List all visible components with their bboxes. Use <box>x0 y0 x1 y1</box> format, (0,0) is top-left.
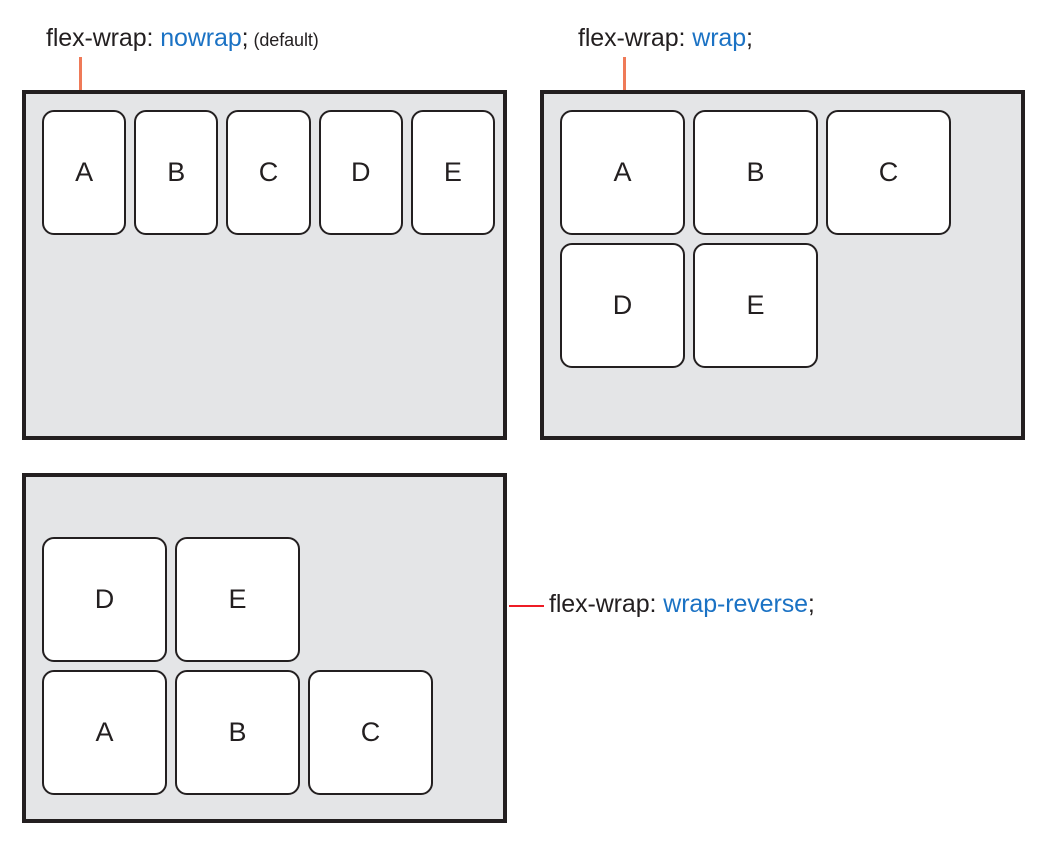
caption-keyword-value: wrap-reverse <box>663 590 808 618</box>
caption-default-note: (default) <box>253 30 319 50</box>
caption-property-name: flex-wrap: <box>578 24 686 52</box>
caption-property-name: flex-wrap: <box>549 590 657 618</box>
flex-container-nowrap: A B C D E <box>22 90 507 440</box>
caption-semicolon: ; <box>241 24 249 52</box>
caption-semicolon: ; <box>746 24 753 52</box>
caption-property-name: flex-wrap: <box>46 24 154 52</box>
flex-item: A <box>42 110 127 235</box>
flex-item: E <box>693 243 818 368</box>
flex-container-wrap: A B C D E <box>540 90 1025 440</box>
connector-line-vertical-icon <box>79 57 82 92</box>
connector-line-horizontal-icon <box>509 605 544 607</box>
flex-item: A <box>42 670 167 795</box>
caption-wrap: flex-wrap: wrap; <box>578 26 753 51</box>
flex-container-wrap-reverse: A B C D E <box>22 473 507 823</box>
flex-item: B <box>134 110 219 235</box>
caption-keyword-value: wrap <box>692 24 747 52</box>
flex-item: C <box>826 110 951 235</box>
flex-item: A <box>560 110 685 235</box>
flex-item: E <box>410 110 496 235</box>
caption-wrap-reverse: flex-wrap: wrap-reverse; <box>549 592 815 617</box>
flex-item: B <box>175 670 300 795</box>
flex-item: D <box>560 243 685 368</box>
flex-item: B <box>693 110 818 235</box>
flex-item: C <box>226 110 311 235</box>
flex-item: E <box>175 537 300 662</box>
caption-semicolon: ; <box>807 590 815 618</box>
caption-nowrap: flex-wrap: nowrap;(default) <box>46 26 319 51</box>
flex-item: C <box>308 670 433 795</box>
flex-item: D <box>42 537 167 662</box>
flex-item: D <box>318 110 403 235</box>
caption-keyword-value: nowrap <box>160 24 242 52</box>
connector-line-vertical-icon <box>623 57 626 92</box>
